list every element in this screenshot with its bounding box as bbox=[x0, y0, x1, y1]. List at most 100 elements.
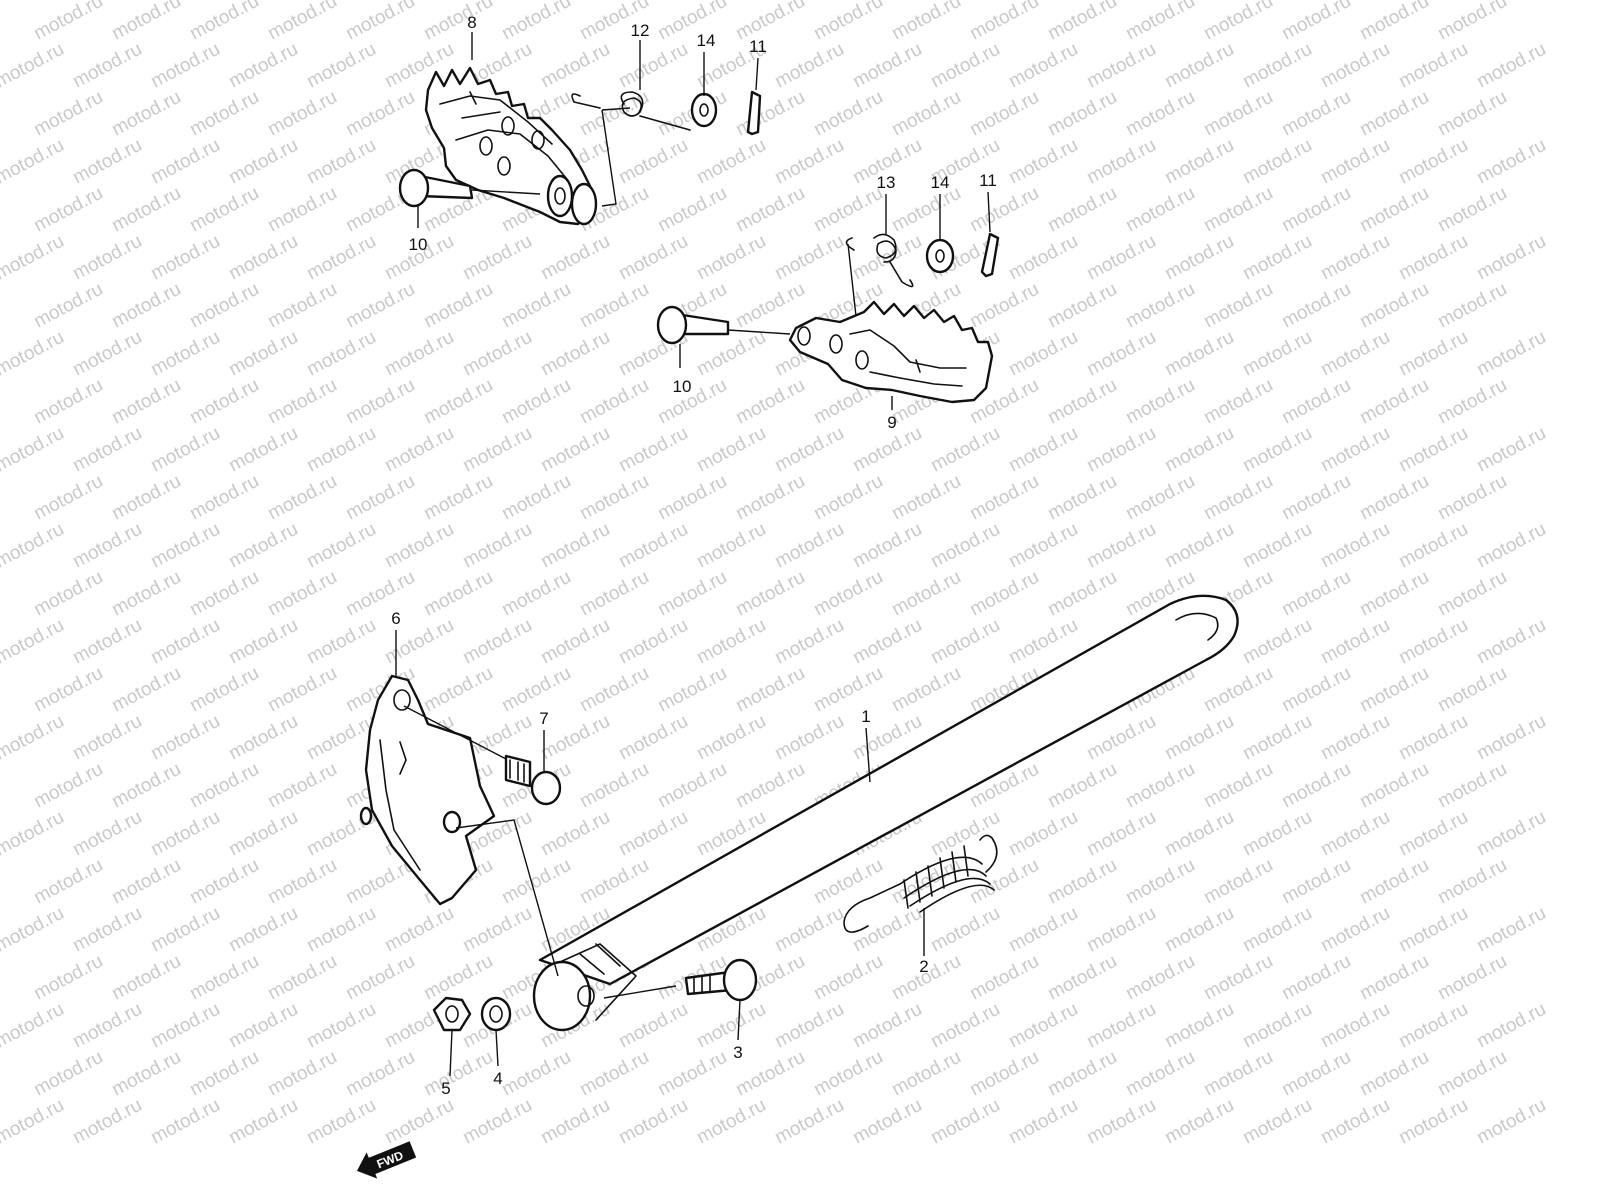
washer-top bbox=[690, 92, 718, 128]
watermark-text: motod.ru bbox=[1044, 471, 1120, 525]
watermark-text: motod.ru bbox=[1317, 711, 1393, 765]
watermark-text: motod.ru bbox=[1122, 855, 1198, 909]
watermark-text: motod.ru bbox=[537, 423, 613, 477]
watermark-text: motod.ru bbox=[1122, 951, 1198, 1005]
watermark-text: motod.ru bbox=[1473, 519, 1549, 573]
watermark-text: motod.ru bbox=[1317, 615, 1393, 669]
side-stand bbox=[532, 594, 1239, 1032]
watermark-text: motod.ru bbox=[537, 711, 613, 765]
watermark-text: motod.ru bbox=[1005, 231, 1081, 285]
watermark-text: motod.ru bbox=[264, 1047, 340, 1101]
washer-second bbox=[925, 238, 955, 274]
watermark-text: motod.ru bbox=[1161, 135, 1237, 189]
watermark-text: motod.ru bbox=[732, 567, 808, 621]
watermark-text: motod.ru bbox=[576, 375, 652, 429]
watermark-text: motod.ru bbox=[1317, 903, 1393, 957]
watermark-text: motod.ru bbox=[1434, 1047, 1510, 1101]
watermark-text: motod.ru bbox=[459, 327, 535, 381]
watermark-text: motod.ru bbox=[966, 1047, 1042, 1101]
watermark-text: motod.ru bbox=[186, 663, 262, 717]
watermark-text: motod.ru bbox=[927, 423, 1003, 477]
watermark-text: motod.ru bbox=[225, 1095, 301, 1149]
watermark-text: motod.ru bbox=[849, 1095, 925, 1149]
watermark-text: motod.ru bbox=[771, 999, 847, 1053]
watermark-text: motod.ru bbox=[1278, 567, 1354, 621]
watermark-text: motod.ru bbox=[1395, 1095, 1471, 1149]
watermark-text: motod.ru bbox=[459, 615, 535, 669]
watermark-text: motod.ru bbox=[30, 471, 106, 525]
watermark-text: motod.ru bbox=[225, 903, 301, 957]
watermark-text: motod.ru bbox=[1200, 279, 1276, 333]
watermark-text: motod.ru bbox=[888, 87, 964, 141]
watermark-text: motod.ru bbox=[1278, 87, 1354, 141]
watermark-text: motod.ru bbox=[1473, 1095, 1549, 1149]
watermark-text: motod.ru bbox=[147, 519, 223, 573]
watermark-text: motod.ru bbox=[1473, 39, 1549, 93]
watermark-text: motod.ru bbox=[1434, 183, 1510, 237]
watermark-text: motod.ru bbox=[108, 855, 184, 909]
watermark-text: motod.ru bbox=[1434, 87, 1510, 141]
watermark-text: motod.ru bbox=[186, 951, 262, 1005]
watermark-text: motod.ru bbox=[654, 471, 730, 525]
watermark-text: motod.ru bbox=[654, 375, 730, 429]
torsion-spring-13 bbox=[845, 233, 914, 317]
watermark-text: motod.ru bbox=[1122, 759, 1198, 813]
callout-13: 13 bbox=[877, 173, 896, 192]
watermark-text: motod.ru bbox=[108, 759, 184, 813]
watermark-text: motod.ru bbox=[849, 519, 925, 573]
watermark-text: motod.ru bbox=[381, 1095, 457, 1149]
callout-14-top: 14 bbox=[697, 31, 716, 50]
watermark-text: motod.ru bbox=[1356, 183, 1432, 237]
watermark-text: motod.ru bbox=[1473, 231, 1549, 285]
watermark-text: motod.ru bbox=[186, 855, 262, 909]
watermark-text: motod.ru bbox=[1278, 1047, 1354, 1101]
watermark-text: motod.ru bbox=[576, 567, 652, 621]
watermark-text: motod.ru bbox=[459, 231, 535, 285]
watermark-text: motod.ru bbox=[1434, 375, 1510, 429]
watermark-text: motod.ru bbox=[1083, 1095, 1159, 1149]
watermark-text: motod.ru bbox=[576, 855, 652, 909]
watermark-text: motod.ru bbox=[0, 1095, 68, 1149]
watermark-text: motod.ru bbox=[342, 471, 418, 525]
watermark-text: motod.ru bbox=[30, 1047, 106, 1101]
watermark-text: motod.ru bbox=[732, 375, 808, 429]
watermark-text: motod.ru bbox=[459, 903, 535, 957]
watermark-text: motod.ru bbox=[771, 135, 847, 189]
watermark-text: motod.ru bbox=[1395, 231, 1471, 285]
watermark-text: motod.ru bbox=[420, 375, 496, 429]
watermark-text: motod.ru bbox=[1473, 135, 1549, 189]
watermark-text: motod.ru bbox=[1083, 903, 1159, 957]
watermark-text: motod.ru bbox=[225, 327, 301, 381]
watermark-text: motod.ru bbox=[537, 231, 613, 285]
watermark-text: motod.ru bbox=[927, 615, 1003, 669]
watermark-text: motod.ru bbox=[420, 0, 496, 44]
callout-4: 4 bbox=[493, 1069, 502, 1088]
watermark-text: motod.ru bbox=[459, 1095, 535, 1149]
watermark-text: motod.ru bbox=[1395, 999, 1471, 1053]
watermark-text: motod.ru bbox=[1434, 663, 1510, 717]
watermark-text: motod.ru bbox=[1161, 903, 1237, 957]
watermark-text: motod.ru bbox=[1239, 327, 1315, 381]
watermark-text: motod.ru bbox=[1278, 951, 1354, 1005]
watermark-text: motod.ru bbox=[1005, 519, 1081, 573]
watermark-text: motod.ru bbox=[30, 183, 106, 237]
watermark-text: motod.ru bbox=[771, 1095, 847, 1149]
watermark-text: motod.ru bbox=[810, 183, 886, 237]
watermark-text: motod.ru bbox=[1317, 39, 1393, 93]
watermark-text: motod.ru bbox=[693, 615, 769, 669]
callout-14-second: 14 bbox=[931, 173, 950, 192]
watermark-text: motod.ru bbox=[498, 0, 574, 44]
watermark-text: motod.ru bbox=[381, 327, 457, 381]
watermark-text: motod.ru bbox=[147, 231, 223, 285]
callout-11-top: 11 bbox=[749, 37, 767, 56]
watermark-text: motod.ru bbox=[1005, 327, 1081, 381]
callout-10-top: 10 bbox=[409, 235, 428, 254]
watermark-text: motod.ru bbox=[303, 135, 379, 189]
watermark-text: motod.ru bbox=[0, 423, 68, 477]
watermark-text: motod.ru bbox=[264, 951, 340, 1005]
watermark-text: motod.ru bbox=[147, 903, 223, 957]
watermark-text: motod.ru bbox=[1395, 39, 1471, 93]
watermark-text: motod.ru bbox=[771, 615, 847, 669]
watermark-text: motod.ru bbox=[927, 903, 1003, 957]
watermark-text: motod.ru bbox=[30, 663, 106, 717]
